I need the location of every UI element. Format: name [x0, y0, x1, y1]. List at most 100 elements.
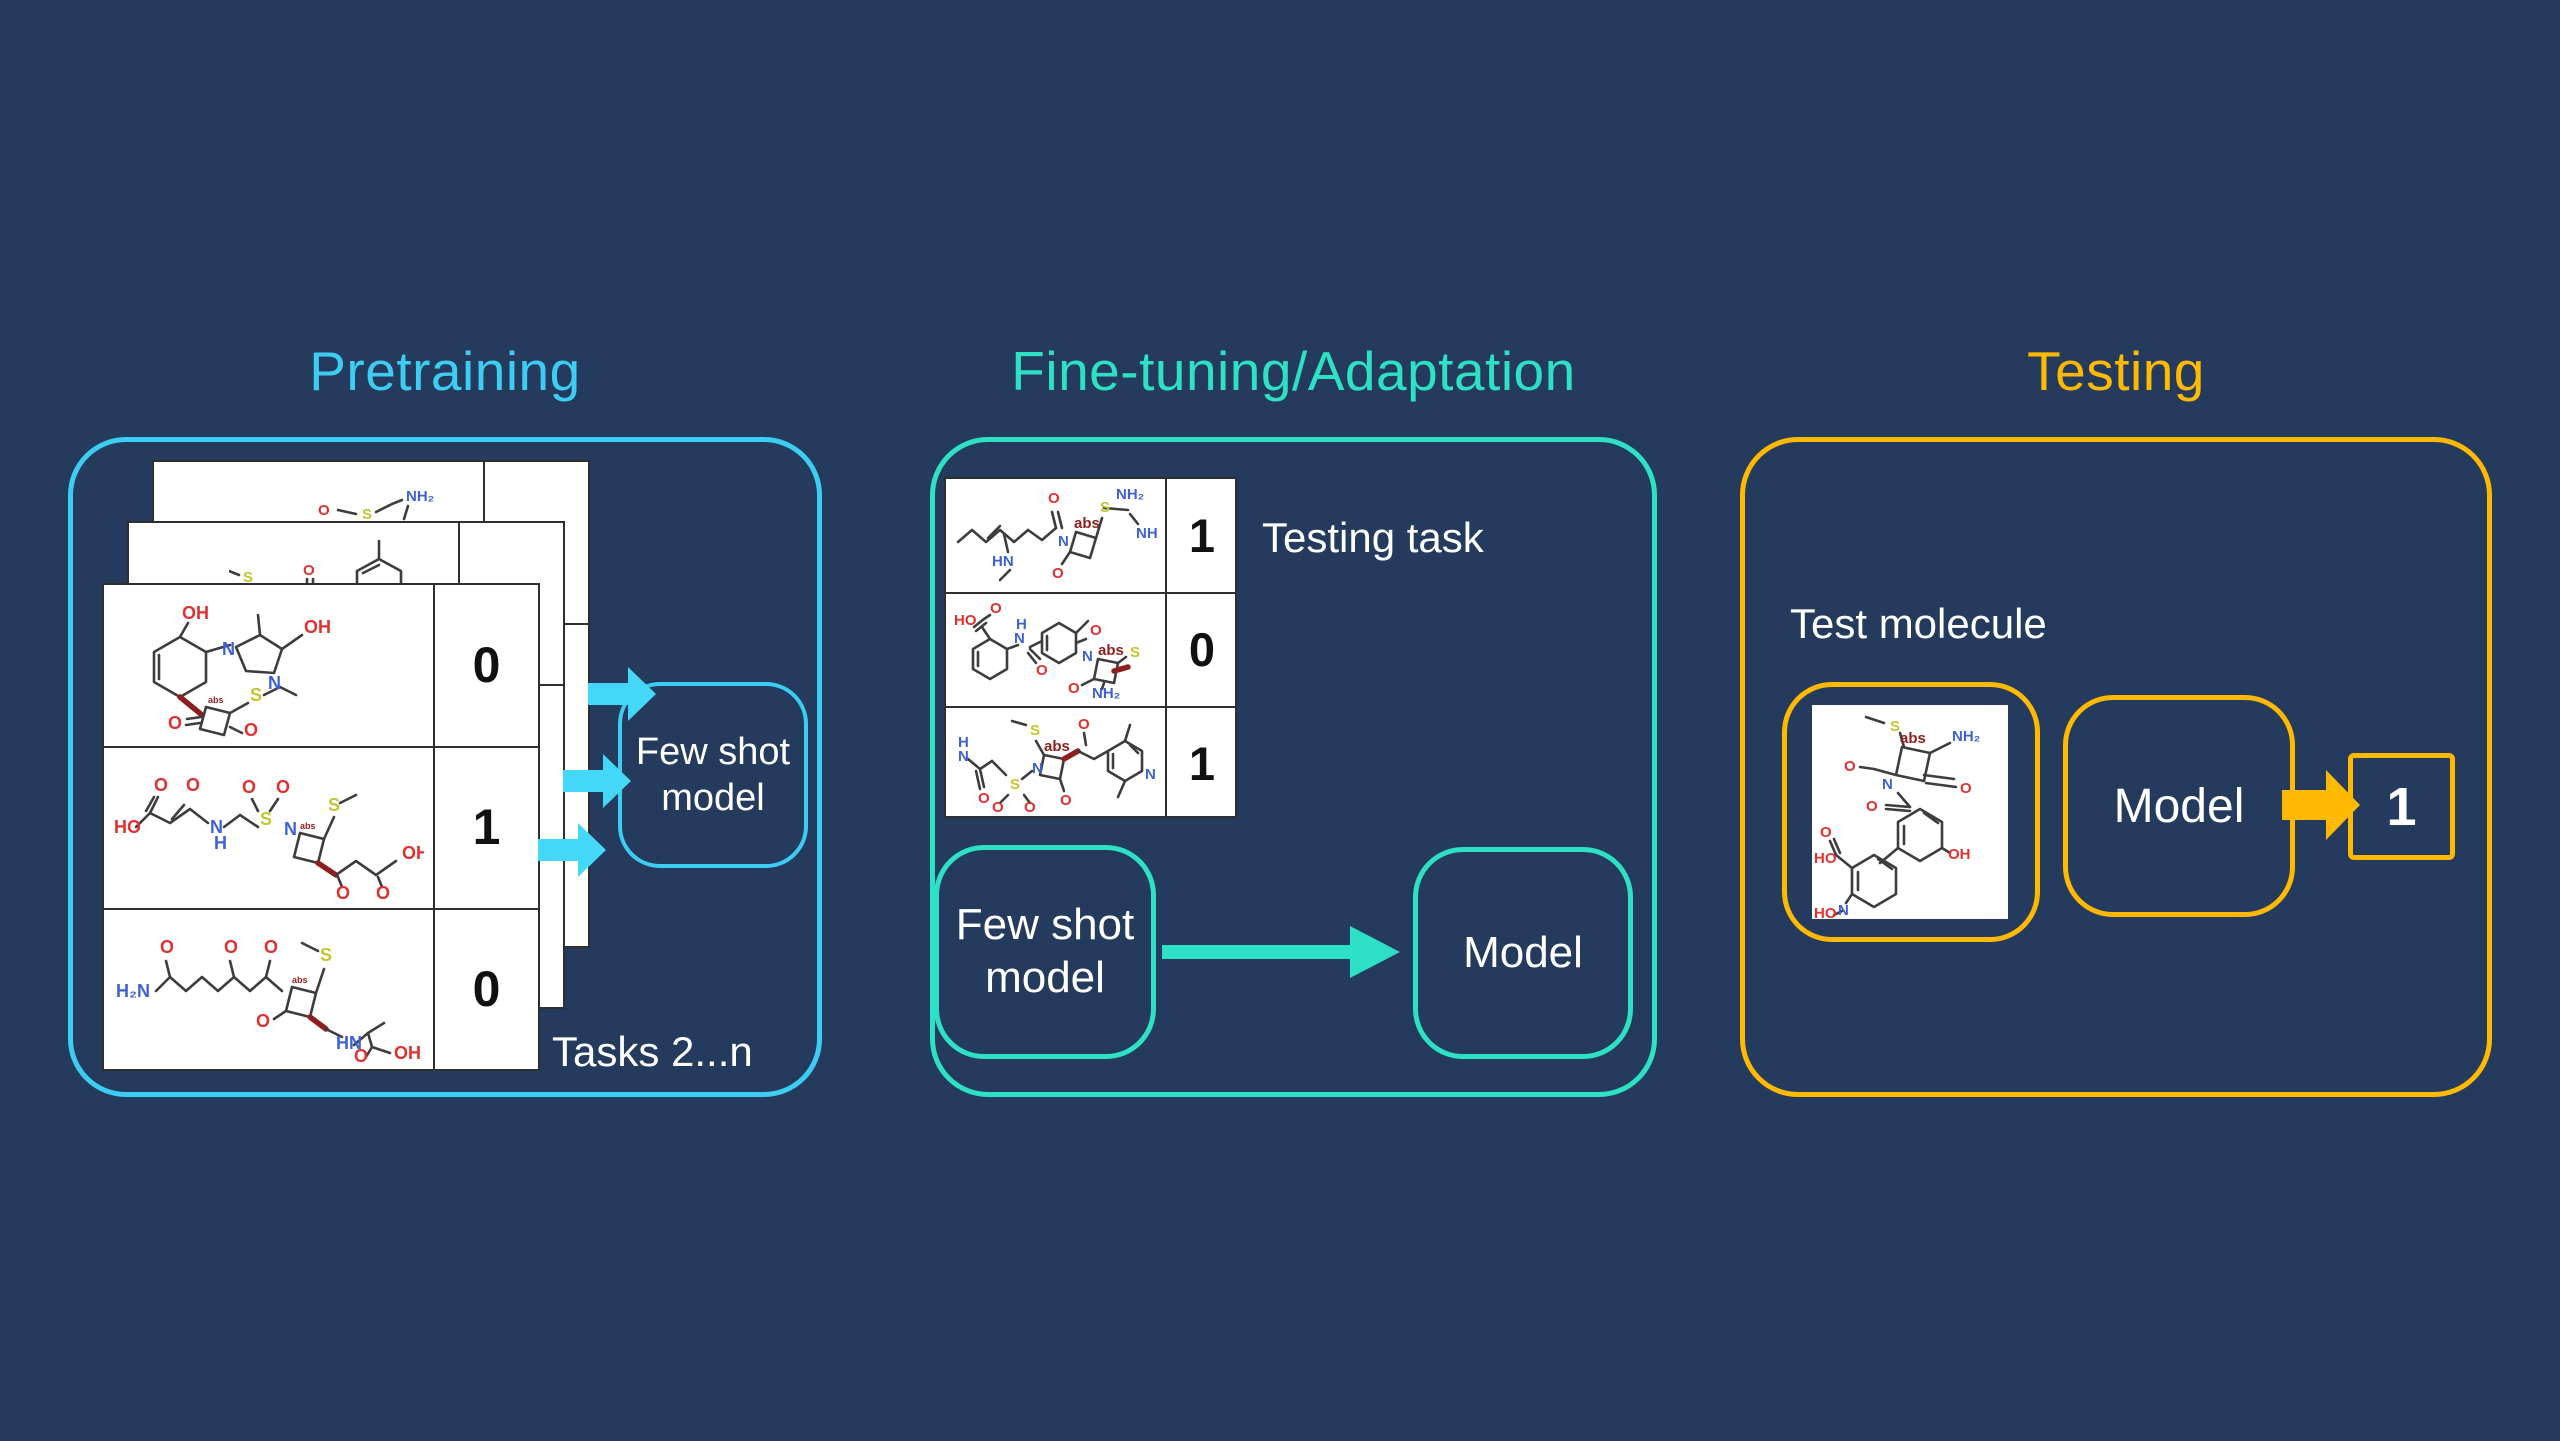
testing-task-caption: Testing task: [1262, 514, 1484, 561]
svg-text:O: O: [990, 600, 1002, 617]
svg-text:HO: HO: [1814, 850, 1837, 867]
svg-text:NH: NH: [1136, 525, 1158, 542]
svg-text:O: O: [1060, 792, 1072, 809]
finetuning-title: Fine-tuning/Adaptation: [1011, 340, 1576, 402]
svg-text:O: O: [186, 775, 200, 795]
molecule-structure-image: H N O S O O N S O O N abs: [958, 716, 1156, 813]
svg-text:S: S: [1890, 718, 1900, 735]
table-divider: [433, 585, 435, 1069]
arrow-right-icon: [563, 754, 631, 808]
row-label: 0: [1188, 622, 1216, 676]
svg-text:S: S: [328, 795, 340, 815]
svg-text:O: O: [1024, 799, 1036, 813]
row-label: 1: [1188, 736, 1216, 790]
svg-text:O: O: [354, 1046, 368, 1063]
prediction-value: 1: [2386, 776, 2417, 837]
svg-text:N: N: [1032, 760, 1043, 777]
test-molecule-caption: Test molecule: [1790, 600, 2047, 647]
testing-task-table: 1 0 1 HN O N O S NH₂ NH abs: [944, 477, 1237, 818]
svg-text:O: O: [992, 799, 1004, 813]
svg-text:abs: abs: [1044, 738, 1070, 755]
svg-text:O: O: [168, 713, 182, 733]
svg-text:abs: abs: [1900, 730, 1926, 747]
row-label: 1: [1188, 508, 1216, 562]
svg-text:HN: HN: [336, 1033, 362, 1053]
svg-text:NH₂: NH₂: [1092, 685, 1120, 699]
svg-text:O: O: [318, 502, 330, 519]
svg-text:abs: abs: [1074, 515, 1100, 532]
svg-text:S: S: [260, 809, 272, 829]
few-shot-model-box: Few shot model: [934, 845, 1156, 1059]
test-molecule-image-frame: S N NH₂ O O O OH O HO N HO abs: [1812, 705, 2008, 919]
prediction-box: 1: [2348, 753, 2455, 860]
svg-text:O: O: [978, 790, 990, 807]
svg-text:O: O: [1068, 680, 1080, 697]
testing-panel: [1740, 437, 2492, 1097]
svg-text:S: S: [243, 569, 253, 585]
molecule-structure-image: S N NH₂ O O O OH O HO N HO abs: [1814, 715, 1980, 919]
svg-text:N: N: [958, 748, 969, 765]
svg-text:OH: OH: [1948, 846, 1971, 863]
svg-text:H: H: [214, 833, 227, 853]
pretraining-panel: [68, 437, 822, 1097]
few-shot-model-label: Few shot model: [635, 730, 791, 819]
svg-text:O: O: [1960, 780, 1972, 797]
tasks-note: Tasks 2...n: [552, 1028, 753, 1075]
table-row-line: [104, 746, 538, 748]
svg-text:NH₂: NH₂: [1116, 486, 1144, 503]
task-card-front: 0 1 0 OH N N OH O O S abs: [102, 583, 540, 1071]
testing-title: Testing: [2027, 340, 2205, 402]
svg-text:O: O: [1048, 490, 1060, 507]
svg-text:N: N: [284, 819, 297, 839]
molecule-structure-image: H₂N O O O S O HN O OH abs: [116, 937, 421, 1063]
svg-text:OH: OH: [402, 843, 424, 863]
svg-text:N: N: [1145, 766, 1156, 783]
svg-text:O: O: [1820, 824, 1832, 841]
svg-text:abs: abs: [208, 695, 224, 705]
row-label: 0: [472, 637, 501, 693]
svg-text:O: O: [256, 1011, 270, 1031]
test-molecule-box: [1782, 682, 2040, 942]
finetuning-panel: [930, 437, 1657, 1097]
pretraining-title: Pretraining: [309, 340, 581, 402]
svg-text:O: O: [1078, 716, 1090, 733]
svg-text:OH: OH: [182, 603, 209, 623]
few-shot-model-box: Few shot model: [618, 682, 808, 868]
molecule-structure-image: S O: [229, 539, 403, 585]
svg-text:O: O: [303, 562, 315, 579]
svg-text:abs: abs: [300, 821, 316, 831]
svg-text:O: O: [1866, 798, 1878, 815]
svg-text:O: O: [244, 720, 258, 737]
svg-text:S: S: [250, 685, 262, 705]
svg-text:O: O: [264, 937, 278, 957]
svg-text:abs: abs: [1098, 642, 1124, 659]
svg-text:HO: HO: [1814, 905, 1837, 919]
svg-text:H: H: [1016, 616, 1027, 633]
model-label: Model: [2113, 779, 2245, 833]
svg-text:N: N: [268, 673, 281, 693]
svg-text:N: N: [1082, 648, 1093, 665]
model-box: Model: [2063, 695, 2295, 917]
svg-text:O: O: [224, 937, 238, 957]
svg-text:N: N: [210, 817, 223, 837]
svg-text:O: O: [1052, 565, 1064, 582]
svg-text:O: O: [1844, 758, 1856, 775]
molecule-structure-image: HN O N O S NH₂ NH abs: [956, 486, 1158, 582]
svg-text:OH: OH: [394, 1043, 421, 1063]
svg-text:S: S: [362, 506, 372, 521]
svg-text:HN: HN: [992, 553, 1014, 570]
svg-text:S: S: [1030, 722, 1040, 739]
svg-text:O: O: [242, 777, 256, 797]
svg-text:O: O: [1036, 662, 1048, 679]
row-label: 0: [472, 961, 501, 1017]
table-row-line: [946, 592, 1235, 594]
table-divider: [1165, 479, 1167, 816]
model-label: Model: [1463, 927, 1583, 977]
svg-text:HO: HO: [954, 612, 977, 629]
svg-text:S: S: [320, 945, 332, 965]
table-row-line: [104, 908, 538, 910]
svg-text:N: N: [222, 639, 235, 659]
table-row-line: [946, 706, 1235, 708]
svg-text:O: O: [154, 775, 168, 795]
